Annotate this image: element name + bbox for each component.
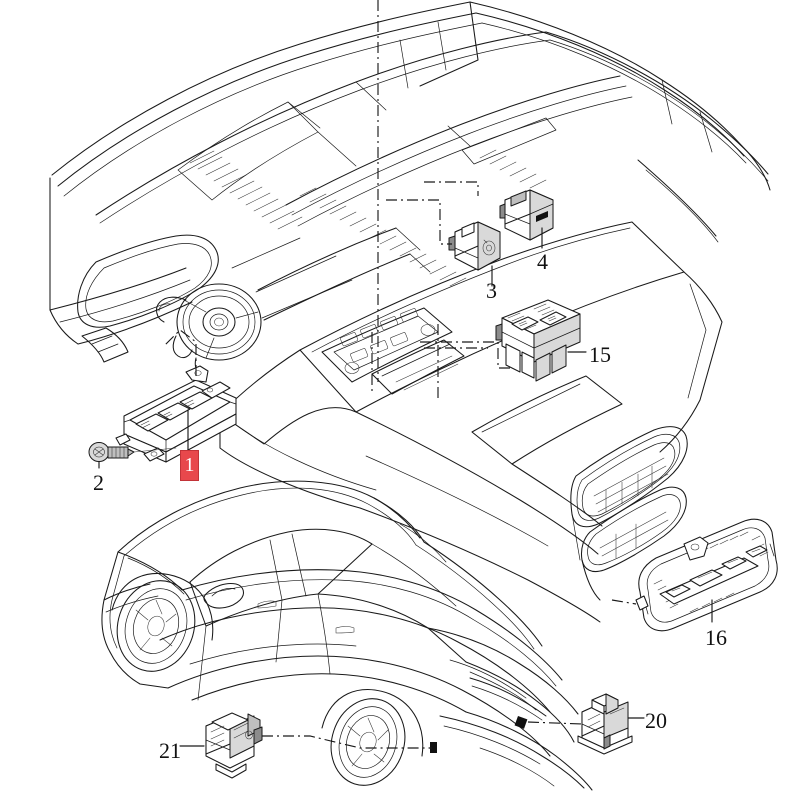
part-21-side-switch-unit xyxy=(205,712,263,779)
leader-lines xyxy=(163,0,637,749)
callout-number-4[interactable]: 4 xyxy=(537,249,548,274)
part-20-rear-switch-unit xyxy=(577,693,633,755)
callout-number-16[interactable]: 16 xyxy=(705,625,727,650)
center-console-assembly xyxy=(219,221,723,623)
callout-leaders xyxy=(98,227,713,747)
part-1-switch-panel xyxy=(115,365,237,463)
callout-number-3[interactable]: 3 xyxy=(486,278,497,303)
front-wheel xyxy=(116,580,196,672)
callout-number-15[interactable]: 15 xyxy=(589,342,611,367)
part-3-rotary-switch xyxy=(448,221,501,271)
vehicle-body xyxy=(101,480,593,791)
part-16-rear-window-switch-panel xyxy=(635,518,778,632)
highlighted-part-badge[interactable]: 1 xyxy=(180,450,199,481)
callout-number-2[interactable]: 2 xyxy=(93,470,104,495)
dashboard-assembly xyxy=(49,1,771,375)
steering-wheel xyxy=(176,283,262,361)
callout-number-20[interactable]: 20 xyxy=(645,708,667,733)
part-4-rocker-switch xyxy=(499,189,554,241)
part-15-console-switch-module xyxy=(495,299,581,382)
callout-number-21[interactable]: 21 xyxy=(159,738,181,763)
rear-air-vents xyxy=(570,426,688,601)
location-markers xyxy=(430,716,528,753)
